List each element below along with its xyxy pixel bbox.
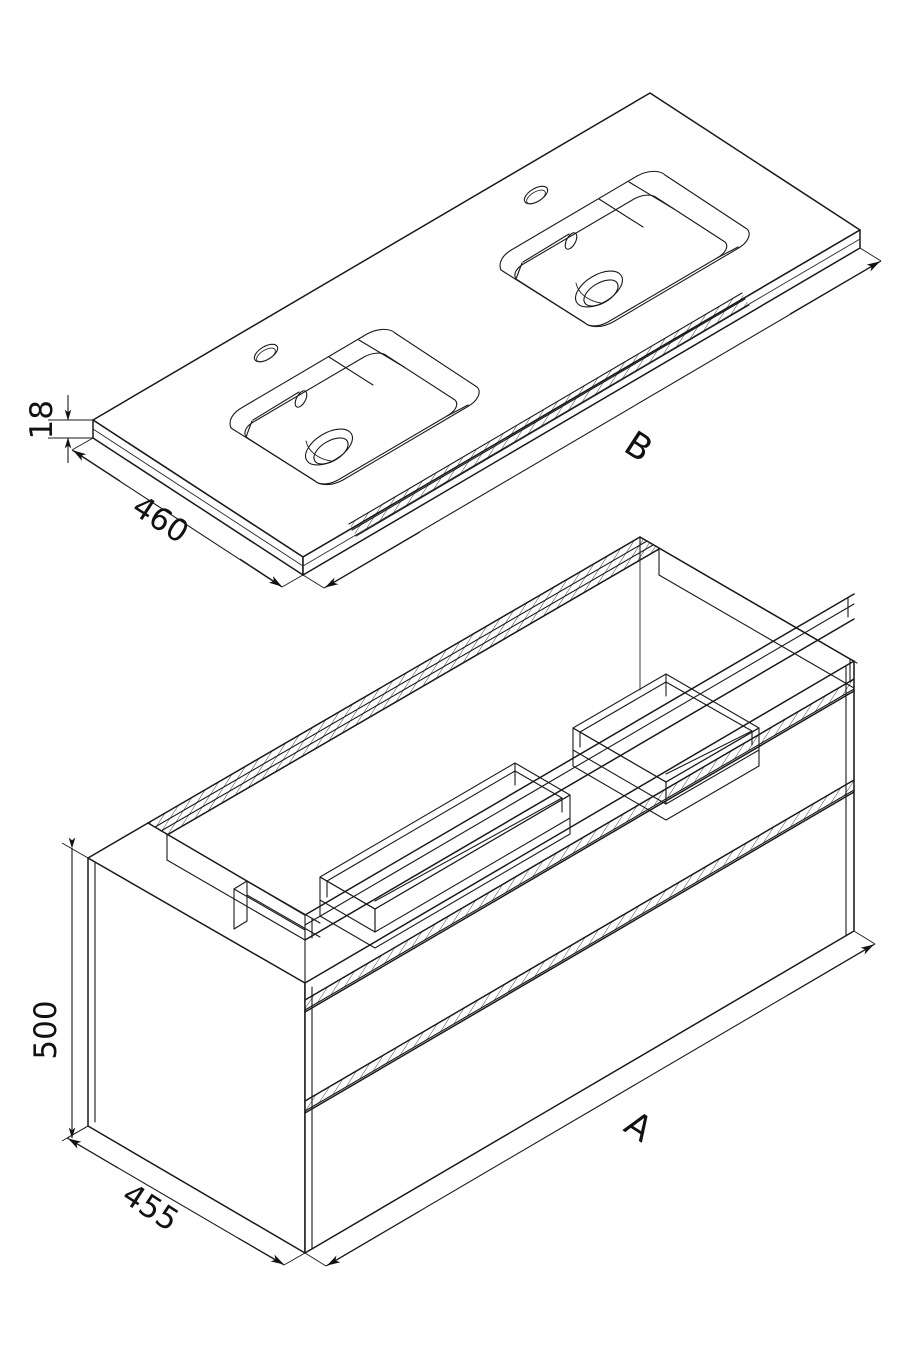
countertop-rear-rib [348, 292, 750, 537]
overflow-slot-right [564, 232, 578, 250]
cabinet-interior-floor [166, 574, 855, 941]
dimension-label-B: B [617, 424, 659, 471]
cabinet-left-side-panel [87, 857, 306, 1254]
interior-partition-left [233, 880, 321, 938]
overflow-slot-left [294, 390, 308, 408]
drawer-front-groove-lower [304, 779, 855, 1114]
drawer-front-groove-upper [304, 678, 855, 1013]
cabinet-rear-rail [147, 536, 660, 836]
cabinet-front-top-rim [304, 593, 855, 941]
basin-right [499, 170, 750, 328]
dimension-label-A: A [617, 1104, 659, 1151]
cabinet-assembly [87, 536, 858, 1254]
dimension-thickness-18: 18 [24, 395, 93, 463]
dimension-label-455: 455 [116, 1177, 185, 1239]
dimension-label-500: 500 [28, 1000, 64, 1059]
interior-drawer-box-right [572, 559, 760, 821]
dimension-height-500: 500 [28, 837, 89, 1142]
countertop-top-face [92, 92, 861, 558]
dimension-label-18: 18 [24, 400, 60, 439]
countertop-assembly [92, 92, 861, 576]
basin-left [229, 328, 480, 486]
interior-drawer-box-left [319, 762, 571, 949]
